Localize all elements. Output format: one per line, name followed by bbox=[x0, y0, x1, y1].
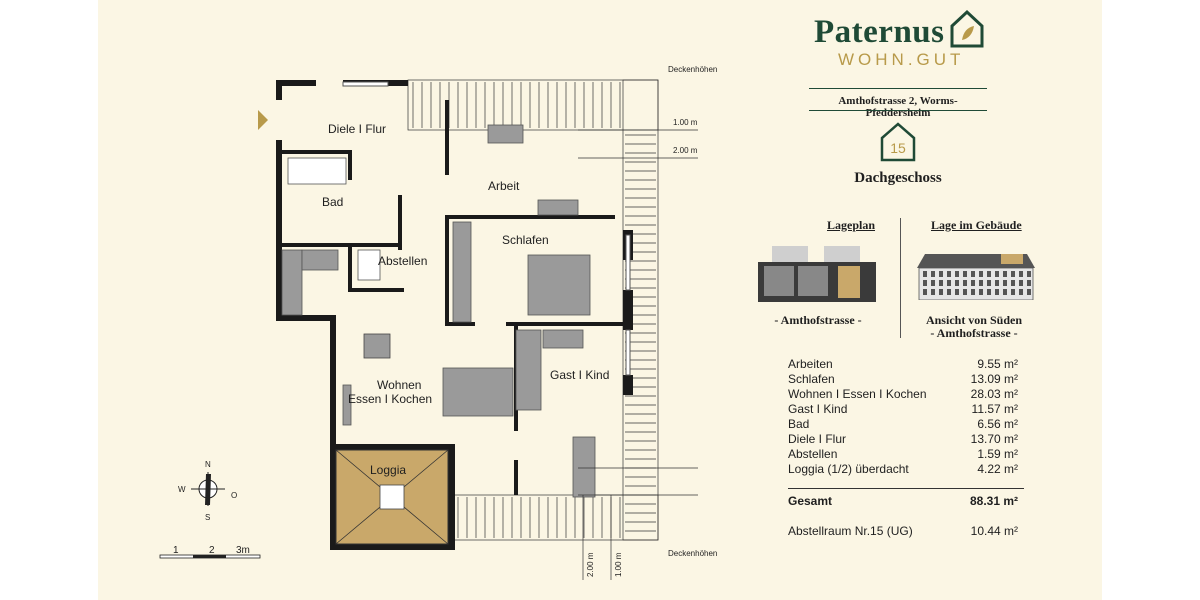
site-plan-image bbox=[758, 246, 876, 302]
label-schlafen: Schlafen bbox=[502, 233, 549, 247]
compass-w: W bbox=[178, 485, 186, 494]
info-panel: Paternus WOHN.GUT Amthofstrasse 2, Worms… bbox=[758, 0, 1102, 600]
brand-name: Paternus bbox=[814, 14, 945, 50]
scale-3m: 3m bbox=[236, 545, 250, 556]
label-essen-kochen: Essen I Kochen bbox=[348, 392, 432, 406]
total-area: 88.31 m² bbox=[969, 494, 1018, 508]
total-row: Gesamt 88.31 m² bbox=[788, 494, 1018, 508]
label-deckenhoehen-bottom: Deckenhöhen bbox=[668, 549, 717, 558]
label-diele: Diele I Flur bbox=[328, 122, 386, 136]
dining-table bbox=[363, 333, 405, 510]
label-loggia: Loggia bbox=[370, 463, 406, 477]
storage-row: Abstellraum Nr.15 (UG) 10.44 m² bbox=[788, 524, 1018, 538]
floor-plan: Diele I Flur Arbeit Bad Abstellen Schlaf… bbox=[159, 65, 717, 580]
compass-n: N bbox=[205, 460, 211, 469]
unit-house-icon bbox=[880, 122, 916, 162]
label-height-2m: 2.00 m bbox=[673, 146, 698, 155]
compass bbox=[191, 472, 225, 506]
storage-label: Abstellraum Nr.15 (UG) bbox=[788, 524, 913, 538]
entry-arrow bbox=[258, 110, 268, 130]
total-rule bbox=[788, 488, 1024, 489]
scale-bar bbox=[159, 554, 261, 559]
brochure-sheet: Diele I Flur Arbeit Bad Abstellen Schlaf… bbox=[98, 0, 1102, 600]
label-deckenhoehen-top: Deckenhöhen bbox=[668, 65, 717, 74]
address-rule-top bbox=[809, 88, 987, 89]
compass-s: S bbox=[205, 513, 210, 522]
lage-gebaeude-title: Lage im Gebäude bbox=[931, 218, 1022, 232]
lageplan-title: Lageplan bbox=[827, 218, 876, 232]
scale-1: 1 bbox=[173, 545, 179, 556]
unit-number: 15 bbox=[890, 140, 906, 156]
label-vert-1m: 1.00 m bbox=[614, 552, 623, 577]
elevation-caption-1: Ansicht von Süden bbox=[925, 313, 1023, 327]
roof-hatch bbox=[407, 79, 659, 541]
elevation-caption-2: - Amthofstrasse - bbox=[930, 326, 1018, 340]
label-abstellen: Abstellen bbox=[378, 254, 427, 268]
compass-o: O bbox=[231, 491, 237, 500]
lageplan-caption: - Amthofstrasse - bbox=[774, 313, 862, 327]
building-elevation-image bbox=[917, 254, 1035, 300]
unit-badge: 15 bbox=[878, 120, 918, 164]
label-bad: Bad bbox=[322, 195, 343, 209]
address-rule-bottom bbox=[809, 110, 987, 111]
label-gast: Gast I Kind bbox=[550, 368, 609, 382]
house-logo-icon bbox=[950, 9, 984, 48]
walls bbox=[276, 80, 633, 550]
label-wohnen: Wohnen bbox=[377, 378, 421, 392]
storage-area: 10.44 m² bbox=[970, 524, 1018, 538]
total-label: Gesamt bbox=[788, 494, 833, 508]
label-height-1m: 1.00 m bbox=[673, 118, 698, 127]
label-vert-2m: 2.00 m bbox=[586, 552, 595, 577]
dimension-lines bbox=[578, 129, 698, 580]
divider bbox=[900, 218, 901, 338]
label-arbeit: Arbeit bbox=[488, 179, 520, 193]
scale-2: 2 bbox=[209, 545, 215, 556]
address: Amthofstrasse 2, Worms-Pfeddersheim bbox=[838, 95, 958, 119]
floor-title: Dachgeschoss bbox=[854, 170, 942, 186]
windows bbox=[342, 81, 631, 376]
furniture bbox=[281, 124, 596, 498]
brand-sub: WOHN.GUT bbox=[838, 50, 965, 69]
